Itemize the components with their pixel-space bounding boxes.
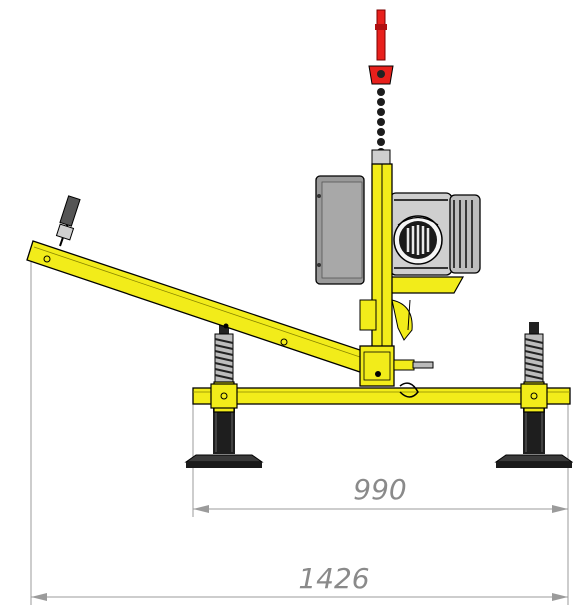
hook-chain (377, 88, 385, 156)
arrowhead-1426-right (552, 593, 568, 601)
dimension-lines (30, 262, 569, 605)
dimension-label-1426: 1426 (298, 562, 369, 595)
lifting-hook (368, 9, 394, 85)
tilt-arm (26, 240, 367, 373)
arrowhead-1426-left (31, 593, 47, 601)
suction-pad-left (184, 404, 264, 468)
arrowhead-990-right (552, 505, 568, 513)
vacuum-pump-motor (387, 192, 481, 294)
suction-pad-right (494, 404, 573, 468)
dimension-label-990: 990 (353, 473, 406, 506)
arm-tip-handle (55, 195, 81, 247)
arrowhead-990-left (193, 505, 209, 513)
central-mast (359, 149, 413, 350)
cross-beam (192, 383, 571, 409)
pivot-block (359, 345, 434, 398)
vacuum-housing (315, 175, 365, 285)
